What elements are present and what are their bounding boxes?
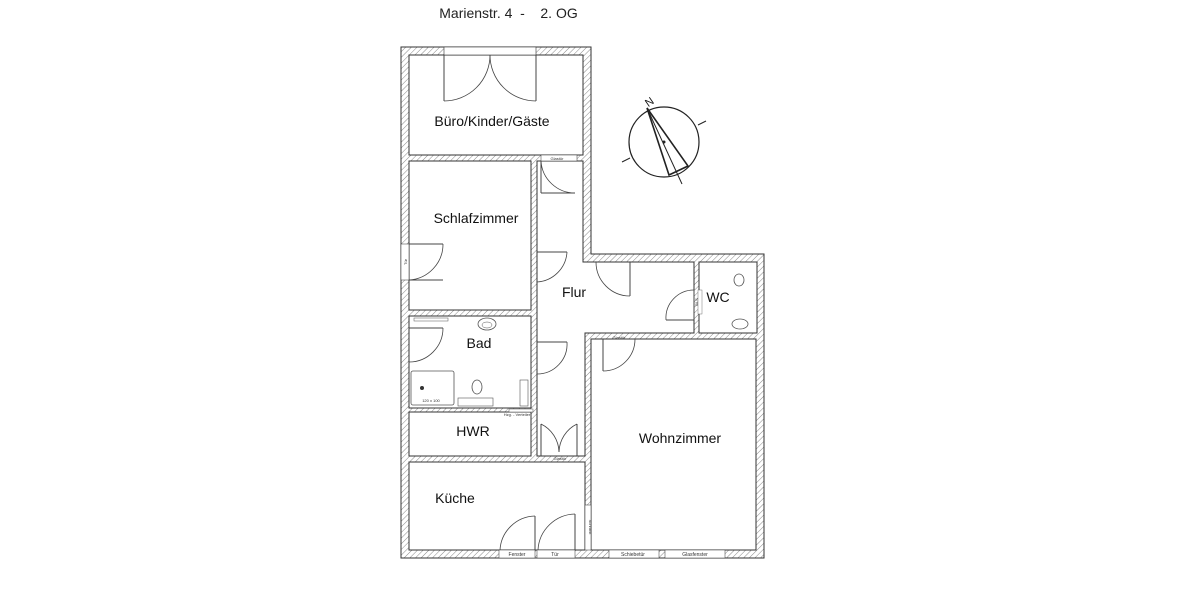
label-tuer-kueche: Tür	[551, 552, 559, 558]
sink-icon	[477, 317, 497, 331]
door-wc	[665, 289, 695, 321]
shower-icon	[410, 370, 455, 406]
room-kueche	[408, 461, 586, 551]
label-glastuer-wohnzimmer: Glastür	[613, 335, 627, 340]
door-bad-flur	[536, 341, 568, 375]
label-bls: BLS	[694, 298, 699, 306]
door-bad-left	[408, 327, 444, 363]
door-kueche	[498, 513, 576, 559]
room-hwr	[408, 411, 532, 457]
label-schrank: Schrank	[588, 520, 593, 535]
label-schiebetuer: Schiebetür	[621, 552, 645, 558]
door-wohnzimmer	[602, 338, 636, 372]
room-buero	[408, 54, 584, 156]
door-flur-top	[595, 261, 631, 297]
label-tuer-schlafzimmer: Tür	[403, 258, 408, 265]
label-buero: Büro/Kinder/Gäste	[434, 113, 549, 129]
room-wohnzimmer	[590, 338, 757, 551]
door-schlafzimmer	[536, 251, 568, 283]
window-glasfenster	[664, 549, 726, 559]
label-wc: WC	[706, 289, 729, 305]
plan-title: Marienstr. 4 - 2. OG	[439, 5, 578, 21]
room-flur	[536, 160, 695, 457]
label-glastuer-buero: Glastür	[551, 156, 565, 161]
compass-north-arrow-icon	[621, 106, 707, 185]
window-schiebetuer	[608, 549, 660, 559]
door-flur-buero	[540, 154, 578, 194]
label-hzg-verteiler: Hzg. - Verteiler	[504, 412, 531, 417]
room-bad	[408, 315, 532, 409]
toilet-icon	[731, 318, 749, 330]
label-shower-size: 120 x 100	[422, 398, 440, 403]
label-schlafzimmer: Schlafzimmer	[434, 210, 519, 226]
label-glasfenster: Glasfenster	[682, 552, 708, 558]
door-flur-bottom	[540, 423, 578, 456]
wc-fixtures	[697, 273, 749, 330]
label-kueche: Küche	[435, 490, 475, 506]
label-wohnzimmer: Wohnzimmer	[639, 430, 722, 446]
label-flur: Flur	[562, 284, 586, 300]
bad-fixtures	[410, 317, 534, 413]
room-schlafzimmer	[408, 160, 532, 311]
room-wc	[698, 261, 758, 334]
label-glastuer-flur: Glastür	[554, 456, 568, 461]
label-hwr: HWR	[456, 423, 489, 439]
schrank	[584, 504, 592, 551]
compass-north-label: N	[643, 95, 656, 109]
door-buero-double	[443, 46, 537, 102]
label-fenster: Fenster	[509, 552, 526, 558]
door-schlafzimmer-outer	[400, 243, 444, 281]
label-bad: Bad	[467, 335, 492, 351]
toilet-bad-icon	[471, 379, 483, 395]
wc-sink-icon	[733, 273, 745, 287]
